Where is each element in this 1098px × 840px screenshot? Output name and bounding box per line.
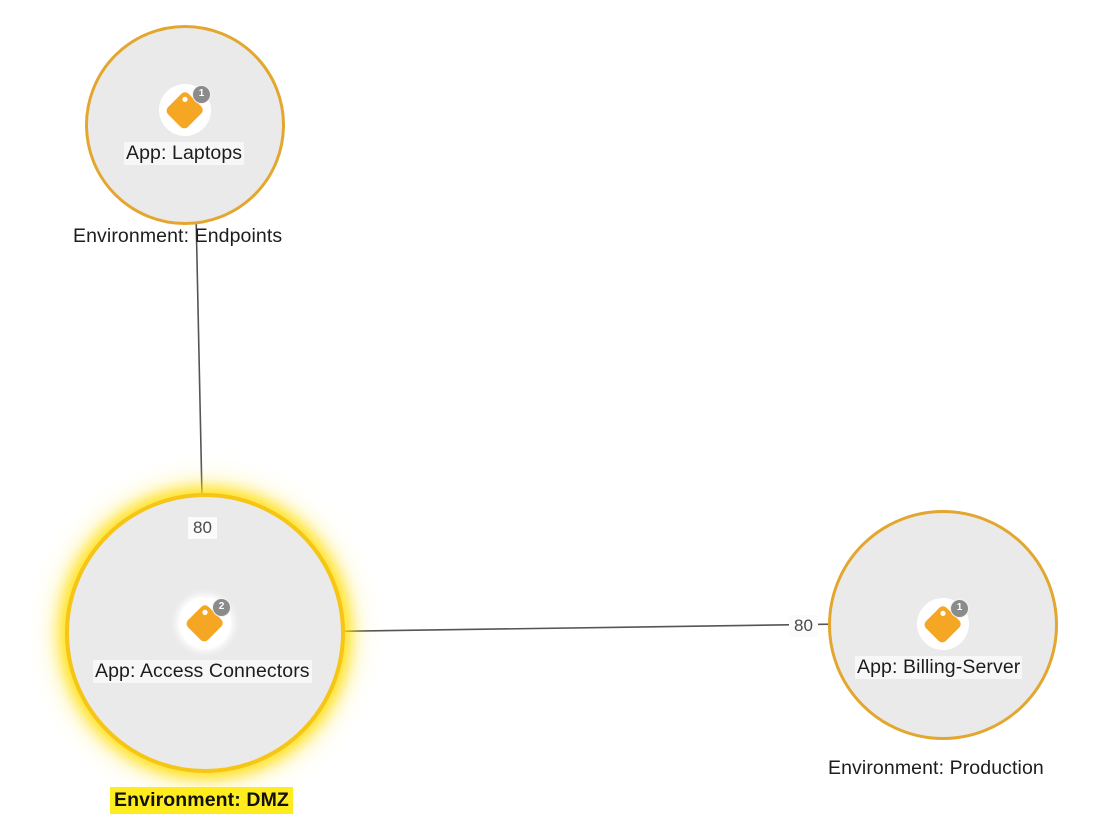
app-node-production[interactable]: 1 bbox=[917, 598, 969, 650]
app-label-production[interactable]: App: Billing-Server bbox=[855, 656, 1023, 679]
app-count-badge: 1 bbox=[192, 85, 211, 104]
environment-label-endpoints[interactable]: Environment: Endpoints bbox=[73, 225, 283, 247]
environment-label-dmz[interactable]: Environment: DMZ bbox=[110, 787, 293, 814]
app-node-endpoints[interactable]: 1 bbox=[159, 84, 211, 136]
environment-group-dmz[interactable] bbox=[65, 493, 345, 773]
app-node-dmz[interactable]: 2 bbox=[179, 597, 231, 649]
app-label-endpoints[interactable]: App: Laptops bbox=[124, 142, 245, 165]
edge-port-label: 80 bbox=[789, 615, 818, 637]
app-count-badge: 2 bbox=[212, 598, 231, 617]
edge-port-label: 80 bbox=[188, 517, 217, 539]
app-label-dmz[interactable]: App: Access Connectors bbox=[93, 660, 312, 683]
app-count-badge: 1 bbox=[950, 599, 969, 618]
environment-label-production[interactable]: Environment: Production bbox=[828, 757, 1044, 779]
